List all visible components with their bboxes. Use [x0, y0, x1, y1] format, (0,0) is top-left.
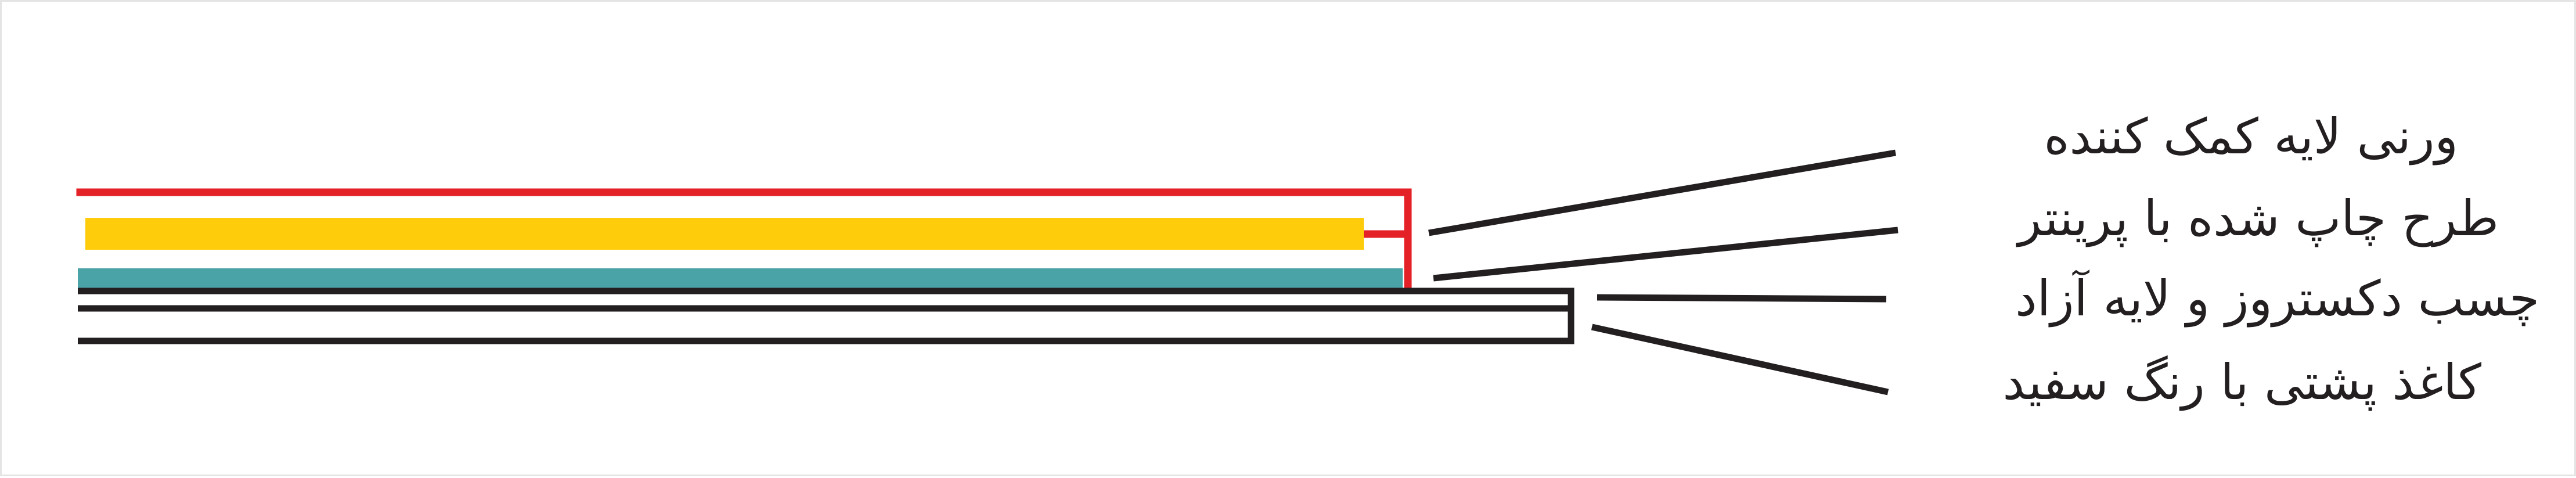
backing-paper-outline [78, 287, 1575, 344]
leader-line-paper [1591, 324, 1889, 396]
label-printed-design: طرح چاپ شده با پرینتر [2017, 190, 2499, 247]
leader-line-varnish [1428, 149, 1896, 236]
printed-design-layer [85, 218, 1364, 250]
label-varnish-layer: ورنی لایه کمک کننده [2044, 108, 2458, 165]
adhesive-layer [78, 268, 1403, 291]
leader-line-print [1433, 227, 1898, 282]
label-backing-paper: کاغذ پشتی با رنگ سفید [2002, 354, 2482, 411]
leader-line-adhesive [1597, 294, 1887, 303]
varnish-layer-outline [76, 188, 1412, 293]
label-adhesive-layer: چسب دکستروز و لایه آزاد [2015, 270, 2539, 327]
